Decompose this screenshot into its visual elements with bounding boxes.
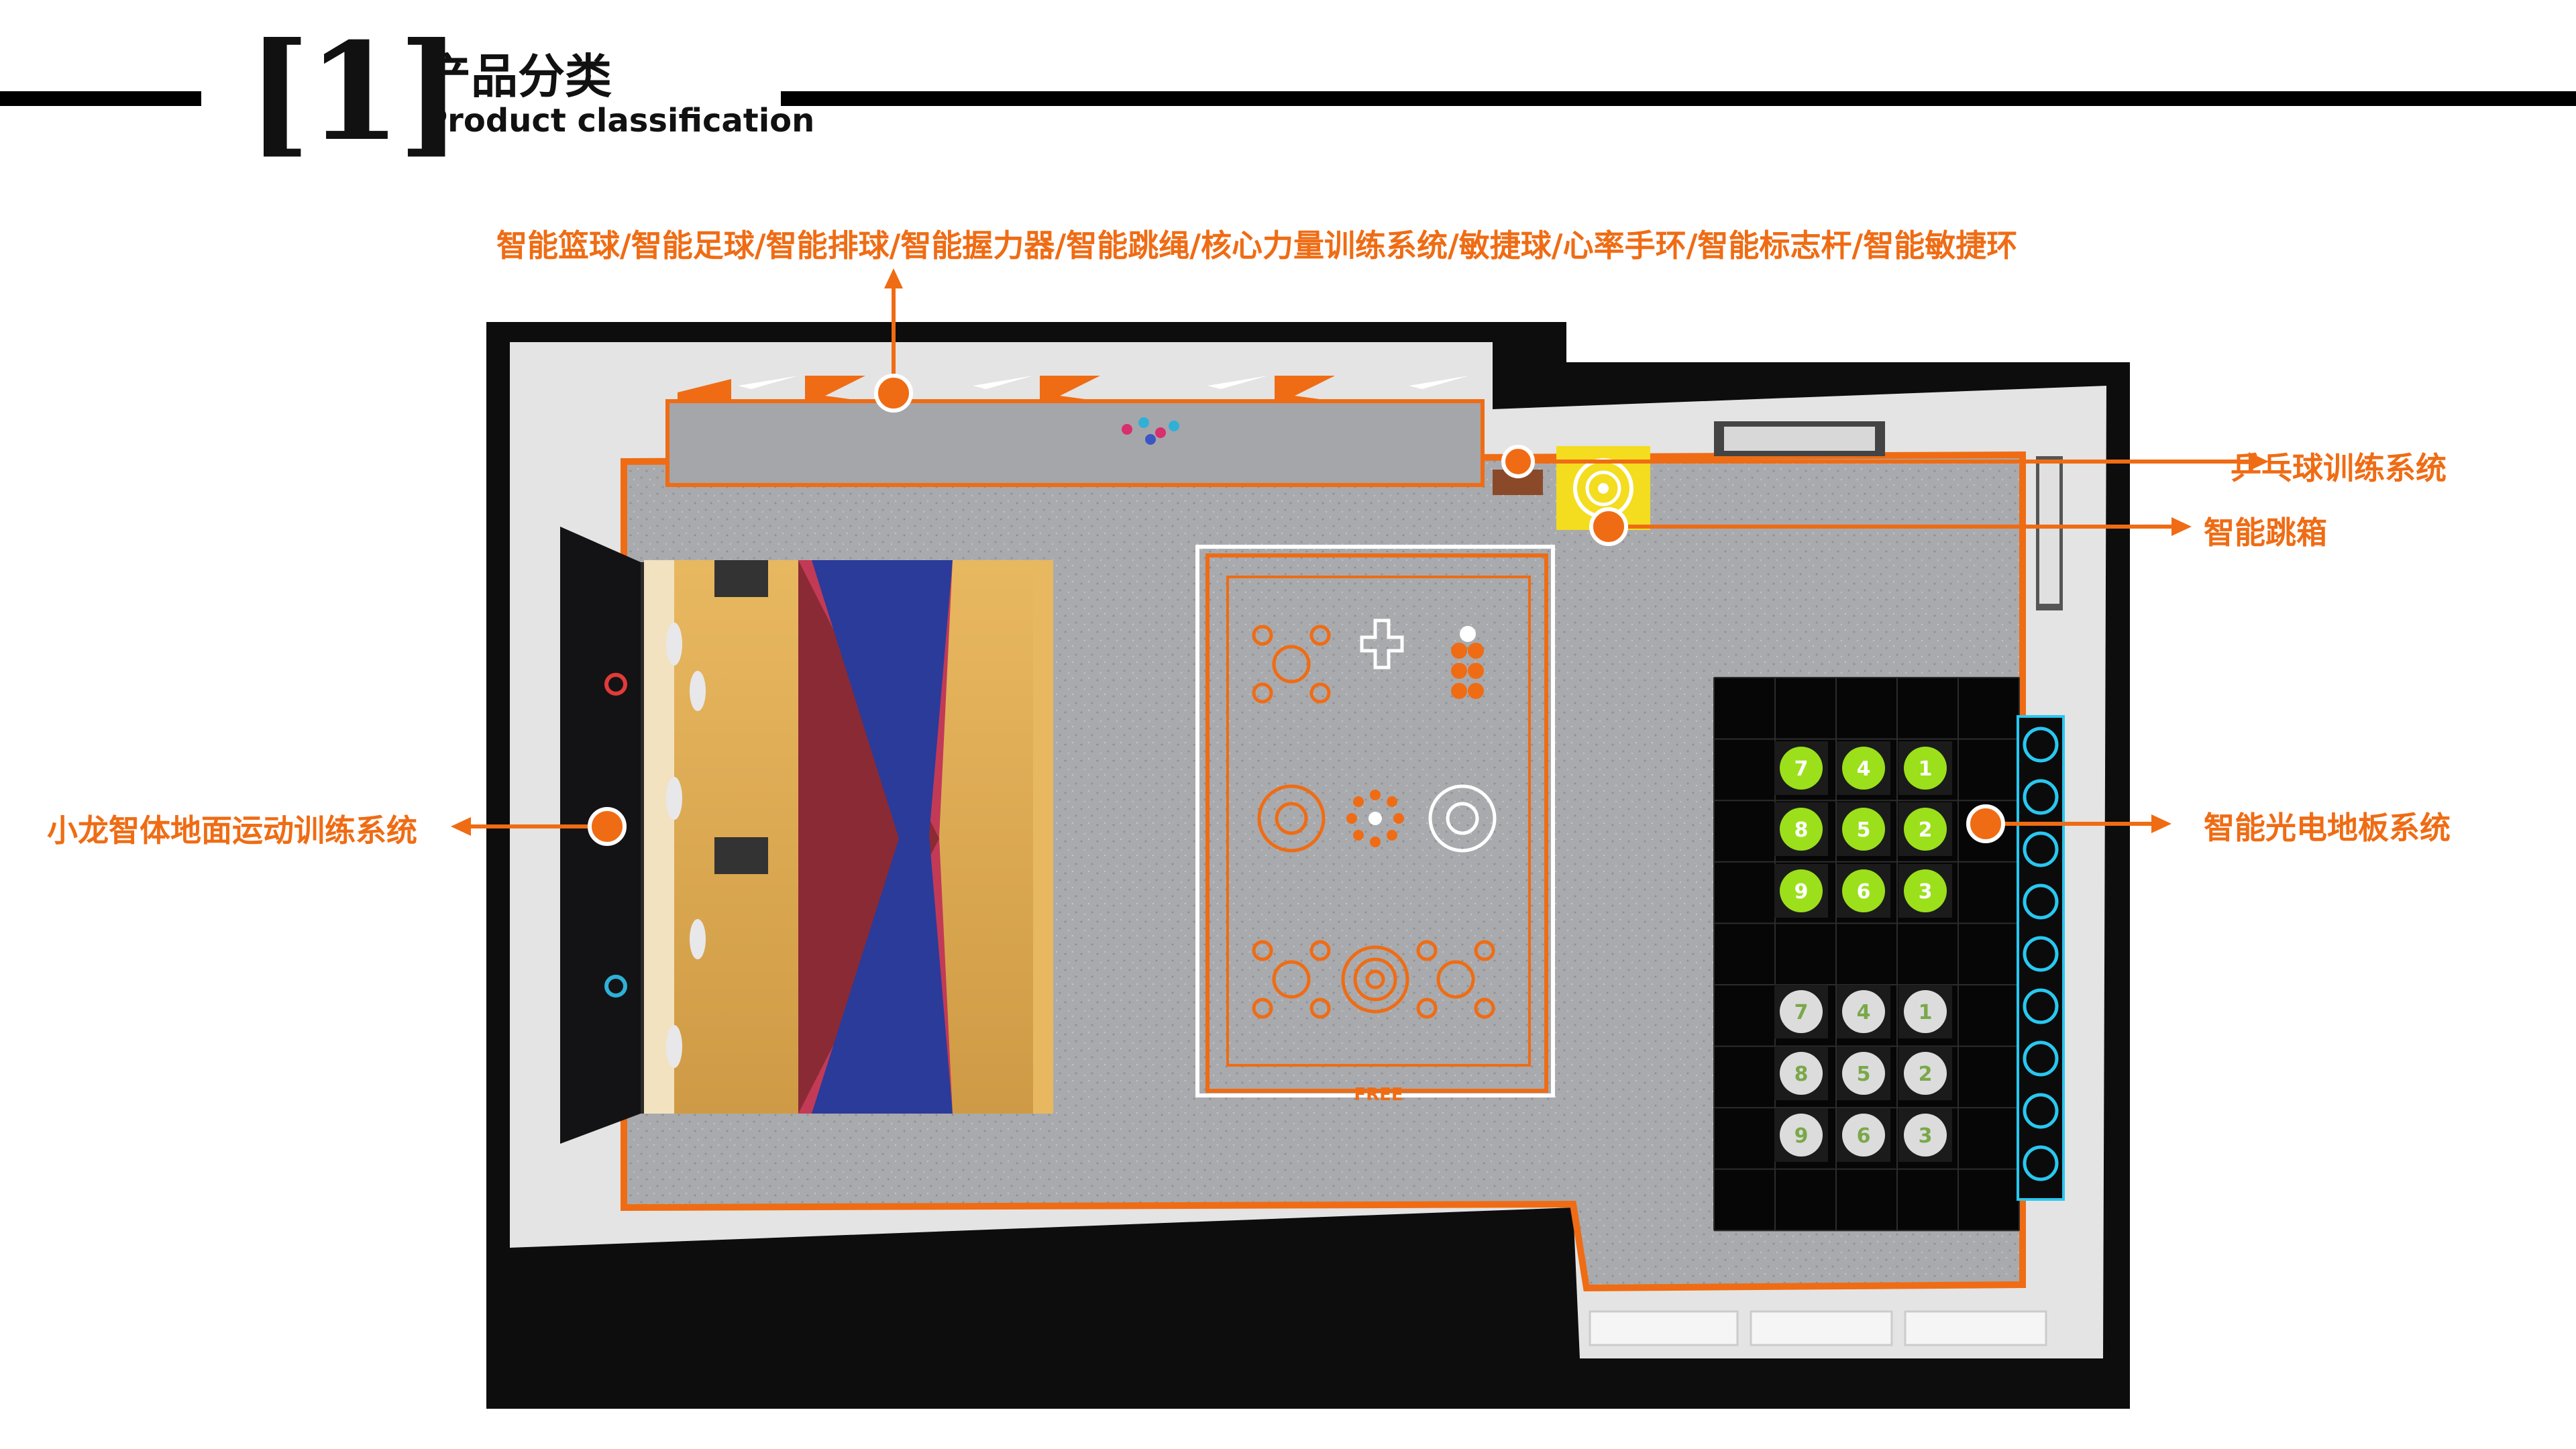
light-tile-number: 5	[1857, 818, 1871, 842]
light-tile-number: 9	[1794, 1124, 1809, 1148]
equipment-items	[1122, 417, 1543, 495]
light-tile-disc-green	[1842, 747, 1885, 790]
callouts	[463, 276, 2257, 828]
light-tile-disc-green	[1904, 869, 1947, 912]
section-number: [1]	[247, 13, 462, 171]
wall-panels	[1714, 421, 2063, 610]
section-title: 产品分类	[424, 49, 612, 104]
callout-dots	[588, 374, 2005, 846]
label-table-tennis: 乒乓球训练系统	[2231, 450, 2447, 486]
light-strip-ring	[2023, 936, 2059, 972]
light-tile-number: 3	[1919, 1124, 1933, 1148]
light-tile-disc-white	[1780, 1052, 1823, 1095]
light-tile-disc-green	[1842, 869, 1885, 912]
light-tile-disc-white	[1904, 990, 1947, 1033]
light-tile-number: 7	[1794, 1001, 1809, 1024]
light-tile-disc-white	[1780, 990, 1823, 1033]
light-tile-number: 2	[1919, 1063, 1933, 1086]
light-strip-ring	[2023, 988, 2059, 1024]
light-tile-disc-green	[1780, 869, 1823, 912]
led-screen	[560, 527, 1053, 1144]
light-tile-number: 1	[1919, 1001, 1933, 1024]
section-subtitle: Product classification	[424, 102, 815, 140]
light-tile-number: 1	[1919, 757, 1933, 781]
floor-mat-free-text: FREE	[1354, 1085, 1403, 1105]
light-tile-number: 3	[1919, 880, 1933, 904]
light-tile-number: 6	[1857, 1124, 1871, 1148]
light-tile-disc-white	[1842, 1052, 1885, 1095]
light-tile-disc-white	[1780, 1114, 1823, 1157]
bottom-windows	[1589, 1310, 2047, 1346]
top-wall-rack	[665, 376, 1485, 487]
light-tile-number: 7	[1794, 757, 1809, 781]
floor-mat: FREE	[1195, 545, 1555, 1105]
light-strip-ring	[2023, 727, 2059, 763]
light-tile-disc-white	[1904, 1052, 1947, 1095]
light-tile-disc-green	[1904, 808, 1947, 851]
light-strip-ring	[2023, 883, 2059, 920]
light-tile-number: 8	[1794, 1063, 1809, 1086]
header-rule-right	[781, 91, 2576, 106]
light-strip-ring	[2023, 779, 2059, 815]
light-tile-number: 4	[1857, 1001, 1871, 1024]
label-light-floor-system: 智能光电地板系统	[2204, 810, 2451, 846]
header-rule-left	[0, 91, 201, 106]
callout-arrowheads	[451, 268, 2269, 836]
light-tile-number: 2	[1919, 818, 1933, 842]
light-strip-ring	[2023, 831, 2059, 867]
light-tile-disc-white	[1842, 1114, 1885, 1157]
light-tile-number: 9	[1794, 880, 1809, 904]
light-strip-ring	[2023, 1040, 2059, 1077]
light-strip-ring	[2023, 1093, 2059, 1129]
light-tile-disc-white	[1842, 990, 1885, 1033]
light-strip-ring	[2023, 1145, 2059, 1181]
label-floor-training-system: 小龙智体地面运动训练系统	[47, 812, 417, 849]
light-tile-disc-green	[1780, 808, 1823, 851]
light-floor: 7 4 1 8 5 2 9 6 3 7 4 1 8 5 2 9 6 3	[1713, 677, 2065, 1232]
label-smart-equipment: 智能篮球/智能足球/智能排球/智能握力器/智能跳绳/核心力量训练系统/敏捷球/心…	[496, 227, 2018, 264]
light-tile-disc-white	[1904, 1114, 1947, 1157]
light-tile-number: 8	[1794, 818, 1809, 842]
light-tile-number: 4	[1857, 757, 1871, 781]
light-tile-disc-green	[1842, 808, 1885, 851]
light-tile-disc-green	[1780, 747, 1823, 790]
label-jump-box: 智能跳箱	[2204, 515, 2327, 551]
light-tile-number: 6	[1857, 880, 1871, 904]
light-tile-disc-green	[1904, 747, 1947, 790]
light-tile-number: 5	[1857, 1063, 1871, 1086]
